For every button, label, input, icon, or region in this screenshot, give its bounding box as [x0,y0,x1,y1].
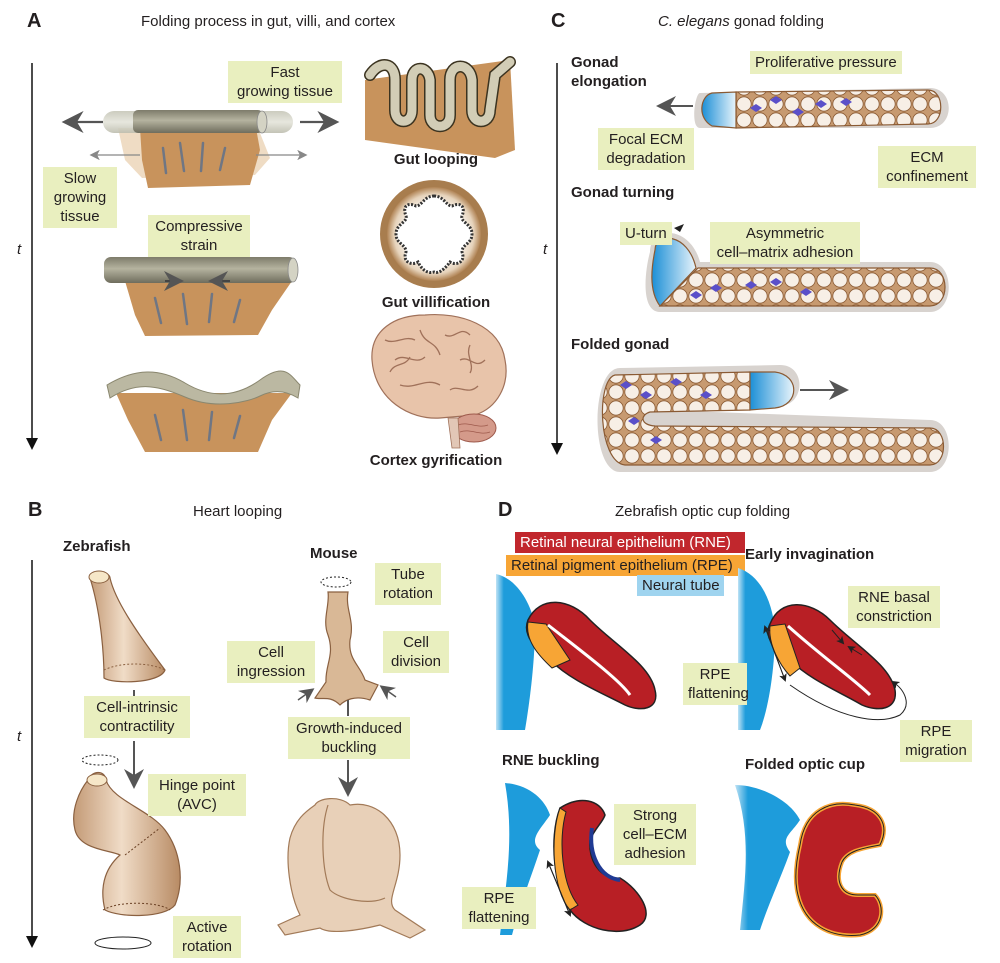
optic-cup-early-invagination [738,568,907,730]
label-focal-ecm-degradation: Focal ECM degradation [598,128,694,170]
label-slow-growing-tissue: Slow growing tissue [43,167,117,228]
time-label-b: t [17,728,22,745]
optic-vesicle-initial [496,574,657,730]
label-strong-cell-ecm-adhesion: Strong cell–ECM adhesion [614,804,696,865]
label-fast-growing-tissue: Fast growing tissue [228,61,342,103]
brain-cortex-illustration [371,313,507,449]
tissue-stage-1 [103,110,293,188]
label-hinge-point-avc: Hinge point (AVC) [148,774,246,816]
legend-rpe: Retinal pigment epithelium (RPE) [506,555,745,576]
label-rpe-migration: RPE migration [900,720,972,762]
legend-rne: Retinal neural epithelium (RNE) [515,532,745,553]
gonad-turning-illustration [645,232,949,312]
caption-gut-villification: Gut villification [381,294,491,311]
panel-b-title: Heart looping [193,503,283,520]
mouse-looped-heart [277,798,427,939]
label-cell-division: Cell division [383,631,449,673]
panel-c-title: C. elegans gonad folding [658,13,824,30]
panel-d-title: Zebrafish optic cup folding [615,503,791,520]
subtitle-zebrafish: Zebrafish [63,538,131,555]
gut-villification-illustration [380,180,488,288]
label-ecm-confinement: ECM confinement [878,146,976,188]
subtitle-rne-buckling: RNE buckling [502,752,600,769]
label-compressive-strain: Compressive strain [148,215,250,257]
label-growth-induced-buckling: Growth-induced buckling [288,717,410,759]
mouse-heart-tube [297,576,397,706]
label-tube-rotation: Tube rotation [375,563,441,605]
subtitle-folded-gonad: Folded gonad [571,336,670,353]
panel-a-title: Folding process in gut, villi, and corte… [141,13,396,30]
time-label-a: t [17,241,22,258]
subtitle-mouse: Mouse [310,545,358,562]
caption-gut-looping: Gut looping [393,151,479,168]
label-cell-ingression: Cell ingression [227,641,315,683]
panel-letter-b: B [28,499,43,521]
label-active-rotation: Active rotation [173,916,241,958]
panel-letter-a: A [27,10,42,32]
tissue-stage-3 [106,370,301,452]
caption-cortex-gyrification: Cortex gyrification [369,452,503,469]
subtitle-early-invagination: Early invagination [745,546,875,563]
subtitle-gonad-elongation: Gonad elongation [571,54,647,90]
tissue-stage-2 [104,257,299,336]
legend-neural-tube: Neural tube [637,575,724,596]
gonad-elongation-illustration [694,88,949,129]
subtitle-gonad-turning: Gonad turning [571,184,675,201]
label-rpe-flattening-early: RPE flattening [683,663,749,705]
subtitle-folded-optic-cup: Folded optic cup [745,756,865,773]
label-proliferative-pressure: Proliferative pressure [750,51,902,74]
optic-cup-folded [735,785,886,938]
label-asymmetric-adhesion: Asymmetric cell–matrix adhesion [710,222,860,264]
label-rne-basal-constriction: RNE basal constriction [848,586,940,628]
label-u-turn: U-turn [620,222,672,245]
zebrafish-heart-tube [88,570,166,683]
zebrafish-looped-heart [73,754,181,950]
time-label-c: t [543,241,548,258]
label-rpe-flattening-buckling: RPE flattening [462,887,536,929]
label-cell-intrinsic-contractility: Cell-intrinsic contractility [84,696,190,738]
gut-looping-illustration [364,56,516,158]
panel-c-title-rest: gonad folding [729,13,824,30]
panel-letter-d: D [498,499,513,521]
gonad-folded-illustration [597,365,949,472]
panel-c-title-species: C. elegans [658,13,730,30]
panel-letter-c: C [551,10,566,32]
